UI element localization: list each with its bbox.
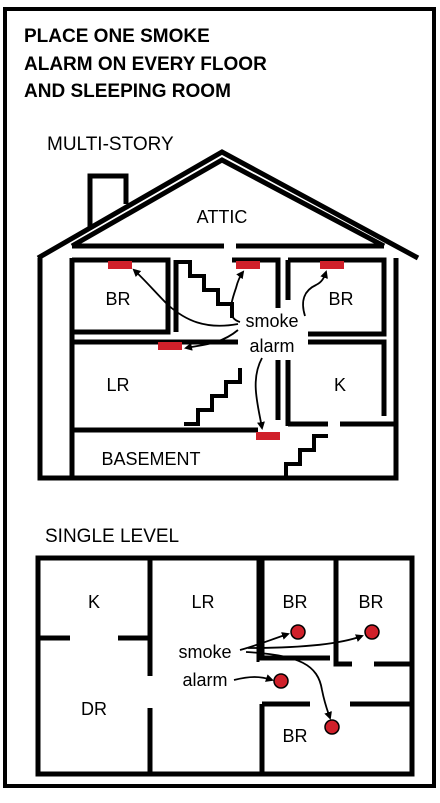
kitchen-walls (300, 339, 387, 416)
arrow-icon (302, 270, 328, 317)
multi-story-alarms (108, 261, 344, 440)
floorplan-drawing (35, 555, 415, 777)
smoke-alarm-icon (236, 261, 260, 269)
arrow-icon (229, 270, 245, 323)
br1-walls (259, 558, 330, 661)
smoke-alarm-icon (290, 624, 306, 640)
single-level-arrows (233, 632, 364, 720)
house-drawing (36, 149, 420, 481)
room-k-single: K (88, 592, 100, 612)
smoke-alarm-icon (256, 432, 280, 440)
heading-line-1: PLACE ONE SMOKE (24, 26, 210, 47)
arrow-icon (245, 651, 332, 720)
room-br-right: BR (328, 289, 353, 309)
arrow-icon (184, 329, 239, 351)
smoke-alarm-icon (364, 624, 380, 640)
smoke-alarm-icon (273, 673, 289, 689)
smoke-alarm-icon (108, 261, 132, 269)
br-right-walls (288, 257, 387, 337)
br2-walls (333, 558, 352, 667)
smoke-alarm-icon (158, 342, 182, 350)
smoke-alarm-icon (324, 719, 340, 735)
arrow-icon (247, 634, 364, 649)
roof-inner (70, 157, 386, 249)
multi-callout-line-2: alarm (249, 336, 294, 356)
room-br-2: BR (358, 592, 383, 612)
single-level-label: SINGLE LEVEL (45, 526, 179, 547)
arrow-icon (239, 632, 290, 651)
room-basement: BASEMENT (101, 449, 200, 469)
roof (36, 149, 420, 261)
chimney (87, 173, 129, 228)
stairs-basement (284, 434, 328, 476)
arrow-icon (254, 357, 265, 430)
floorplan-outer (35, 555, 415, 777)
single-callout-line-2: alarm (182, 670, 227, 690)
callout-bg (238, 308, 308, 360)
room-k: K (334, 375, 346, 395)
room-lr: LR (106, 375, 129, 395)
room-br-3: BR (282, 726, 307, 746)
single-level-alarms (273, 624, 380, 735)
stairs-middle (184, 368, 242, 426)
outer-frame (3, 7, 436, 788)
br-left-walls (72, 257, 171, 335)
multi-story-label: MULTI-STORY (47, 134, 174, 155)
single-callout-line-1: smoke (178, 642, 231, 662)
arrow-icon (233, 674, 274, 682)
stairs-upper (176, 260, 234, 318)
room-br-1: BR (282, 592, 307, 612)
heading-line-3: AND SLEEPING ROOM (24, 81, 231, 102)
room-lr-single: LR (191, 592, 214, 612)
arrow-icon (132, 268, 239, 327)
smoke-alarm-icon (320, 261, 344, 269)
multi-story-arrows (132, 268, 328, 430)
multi-callout-line-1: smoke (245, 311, 298, 331)
heading-line-2: ALARM ON EVERY FLOOR (24, 54, 267, 75)
outer-walls (37, 258, 399, 481)
room-dr: DR (81, 699, 107, 719)
room-br-left: BR (105, 289, 130, 309)
room-attic: ATTIC (197, 207, 248, 227)
